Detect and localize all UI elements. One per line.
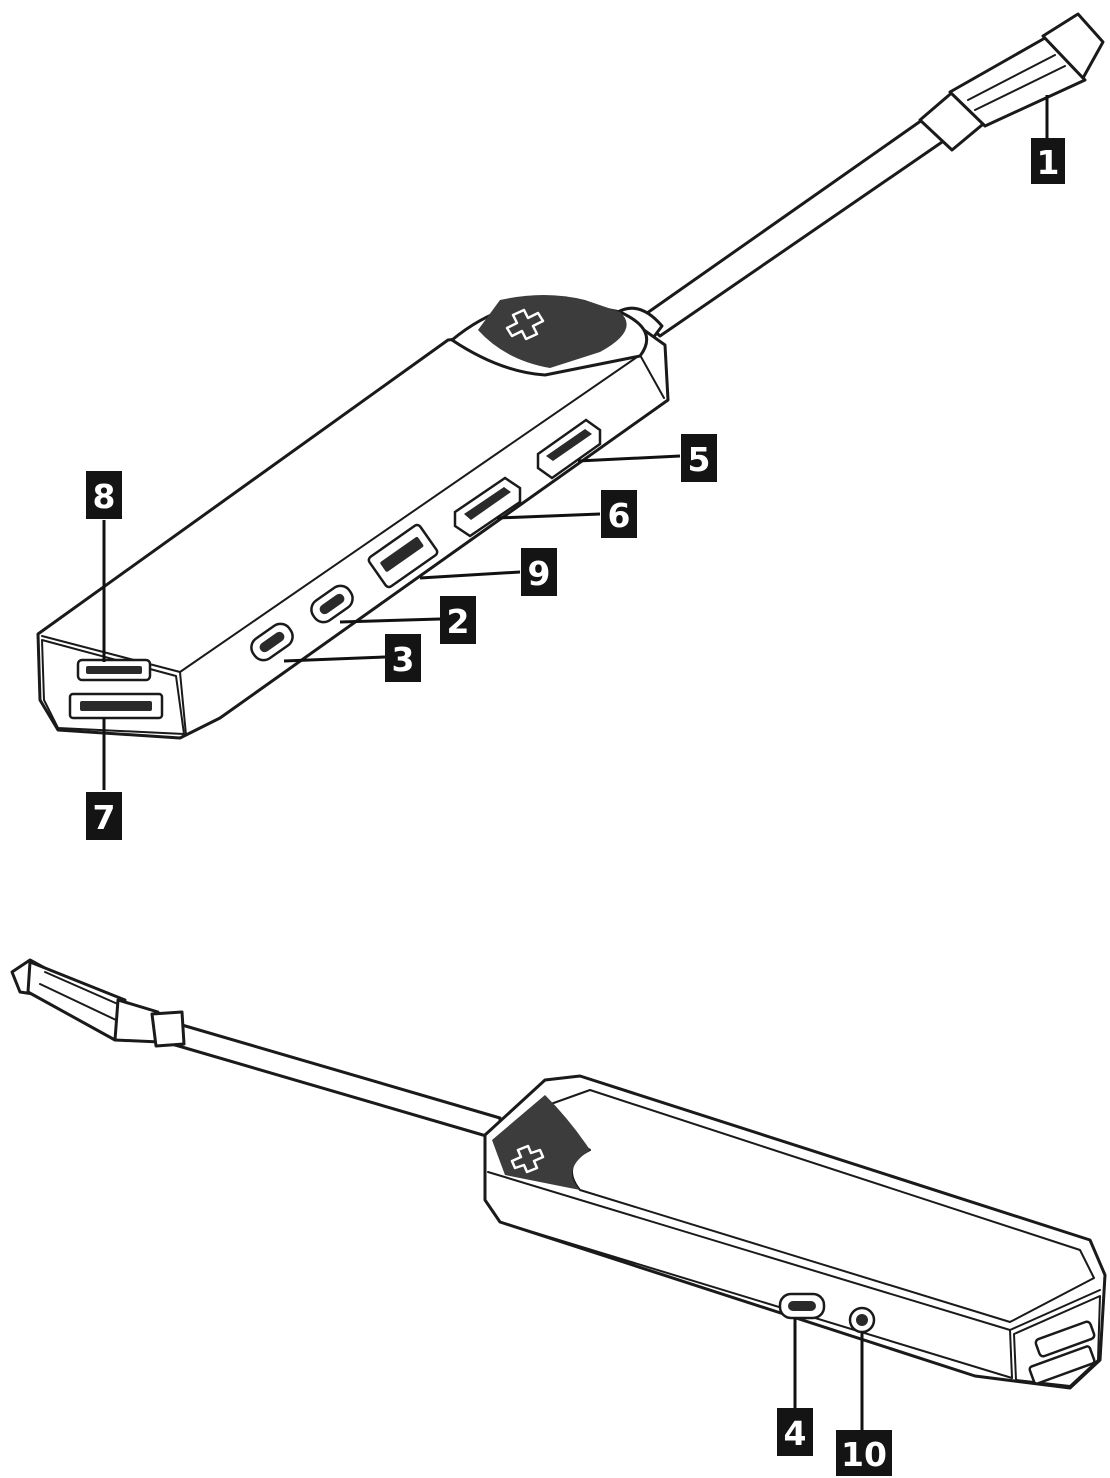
callout-label-3: 3 bbox=[392, 640, 415, 679]
audio-jack-10 bbox=[848, 1306, 876, 1334]
callout-badge-4: 4 bbox=[777, 1408, 813, 1456]
callout-label-5: 5 bbox=[688, 440, 711, 479]
usb-c-pd-port-4 bbox=[778, 1292, 826, 1320]
callout-badge-9: 9 bbox=[521, 548, 557, 596]
callout-label-1: 1 bbox=[1037, 143, 1060, 182]
cable-top bbox=[616, 116, 947, 344]
callout-label-4: 4 bbox=[784, 1414, 807, 1453]
callout-label-10: 10 bbox=[841, 1435, 887, 1474]
leader-lines-bottom bbox=[793, 1318, 864, 1432]
callout-label-7: 7 bbox=[93, 798, 116, 837]
hub-body-top bbox=[36, 295, 670, 740]
leader-lines-top bbox=[102, 95, 1049, 790]
usb-c-port-3 bbox=[250, 622, 294, 662]
cable-bottom bbox=[150, 1010, 502, 1142]
card-reader-end-bottom bbox=[1013, 1295, 1101, 1387]
hub-top-view: 1 5 6 9 2 3 8 7 bbox=[36, 12, 1105, 840]
callout-label-8: 8 bbox=[93, 477, 116, 516]
usb-c-plug-bottom bbox=[10, 958, 162, 1044]
cross-logo-icon bbox=[505, 308, 545, 341]
hub-body-bottom bbox=[483, 1074, 1107, 1390]
callout-label-6: 6 bbox=[608, 496, 631, 535]
callout-label-2: 2 bbox=[447, 602, 470, 641]
usb-a-port-9 bbox=[367, 523, 439, 589]
callout-badge-3: 3 bbox=[385, 634, 421, 682]
callout-badge-7: 7 bbox=[86, 792, 122, 840]
hdmi-port-6 bbox=[453, 476, 522, 538]
card-reader-end-top bbox=[41, 639, 185, 735]
callout-badge-5: 5 bbox=[681, 434, 717, 482]
callout-label-9: 9 bbox=[528, 554, 551, 593]
usb-c-plug-top bbox=[918, 12, 1105, 152]
hdmi-port-5 bbox=[536, 418, 602, 480]
callout-badge-8: 8 bbox=[86, 471, 122, 519]
hub-bottom-view: 4 10 bbox=[10, 958, 1107, 1476]
callout-badge-1: 1 bbox=[1031, 138, 1065, 184]
callout-badge-2: 2 bbox=[440, 596, 476, 644]
callout-badge-6: 6 bbox=[601, 490, 637, 538]
cross-logo-icon-bottom bbox=[510, 1144, 545, 1174]
callout-badge-10: 10 bbox=[836, 1430, 892, 1476]
ports-front-side bbox=[250, 418, 602, 662]
usb-c-port-2 bbox=[310, 584, 354, 624]
